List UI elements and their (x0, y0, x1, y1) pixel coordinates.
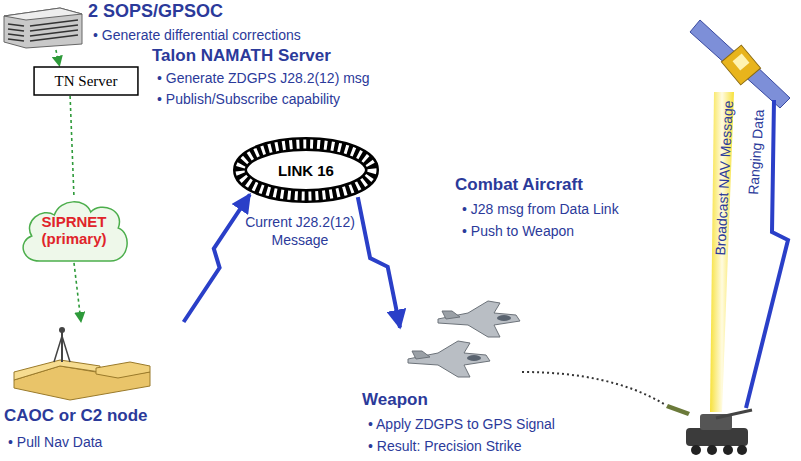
note-text: • Apply ZDGPS to GPS Signal (368, 416, 555, 432)
heading-text: Talon NAMATH Server (152, 46, 331, 66)
box-node: TN Server (33, 66, 139, 96)
note-text: Current J28.2(12) Message (236, 213, 364, 249)
network-link (70, 96, 74, 198)
datalink-bolt (184, 195, 250, 323)
datalink-bolt (358, 197, 400, 327)
text-holder: SIPRNET (primary) (15, 195, 133, 265)
heading-text: Combat Aircraft (455, 175, 583, 195)
body-text: SIPRNET (primary) (32, 213, 116, 248)
body-text: • Pull Nav Data (8, 434, 102, 450)
text-holder: LINK 16 (232, 136, 380, 204)
body-text: • Generate differential corrections (93, 27, 301, 43)
ranging-bolt (746, 100, 788, 408)
body-text: • Push to Weapon (462, 223, 574, 239)
network-link (74, 263, 81, 322)
text-holder: TN Server (33, 66, 139, 96)
body-text: TN Server (55, 73, 118, 90)
beam-label: Ranging Data (745, 109, 767, 196)
jets-node: Combat Aircraft • J28 msg from Data Link •… (400, 175, 650, 387)
satellite (690, 20, 790, 108)
note-text: • Result: Precision Strike (368, 438, 522, 454)
note-text: • Publish/Subscribe capability (157, 91, 340, 107)
weapon-trajectory (522, 372, 664, 404)
body-text: • J28 msg from Data Link (462, 201, 619, 217)
caoc-node: CAOC or C2 node • Pull Nav Data (0, 322, 270, 459)
ring-node: LINK 16 (232, 136, 380, 204)
heading-text: CAOC or C2 node (4, 406, 148, 426)
note-text: • Generate ZDGPS J28.2(12) msg (157, 70, 370, 86)
target-vehicle (666, 404, 752, 455)
network-link (56, 50, 60, 66)
cloud-node: SIPRNET (primary) (15, 195, 133, 265)
body-text: LINK 16 (278, 162, 334, 179)
heading-text: 2 SOPS/GPSOC (88, 1, 223, 22)
building-node: 2 SOPS/GPSOC • Generate differential corr… (0, 0, 430, 50)
heading-text: Weapon (362, 390, 428, 410)
